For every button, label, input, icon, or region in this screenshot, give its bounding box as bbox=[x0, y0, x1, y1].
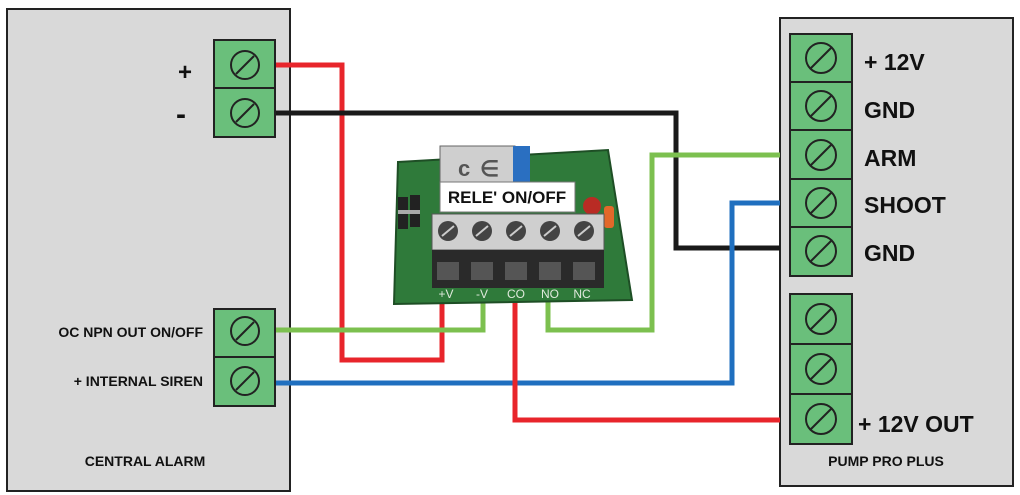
relay-pin-minus-v: -V bbox=[476, 287, 488, 301]
label-arm: ARM bbox=[864, 145, 916, 171]
central-alarm-terminal-block-bottom bbox=[213, 308, 276, 407]
screw-icon bbox=[438, 221, 458, 241]
screw-icon bbox=[805, 139, 837, 171]
screw-icon bbox=[472, 221, 492, 241]
red-wire-plus bbox=[276, 62, 445, 363]
wires bbox=[276, 62, 780, 423]
label-oc-npn-out: OC NPN OUT ON/OFF bbox=[58, 324, 203, 340]
screw-icon bbox=[230, 366, 260, 396]
screw-icon bbox=[805, 235, 837, 267]
pump-terminal-block-lower bbox=[789, 293, 853, 445]
screw-icon bbox=[805, 353, 837, 385]
screw-icon bbox=[805, 42, 837, 74]
pump-title: PUMP PRO PLUS bbox=[828, 453, 944, 469]
screw-icon bbox=[805, 403, 837, 435]
pump-terminal-block-upper bbox=[789, 33, 853, 277]
screw-icon bbox=[805, 187, 837, 219]
black-wire-minus bbox=[276, 110, 780, 251]
relay-label: RELE' ON/OFF bbox=[448, 188, 566, 207]
label-minus: - bbox=[176, 98, 186, 131]
label-12v: + 12V bbox=[864, 49, 925, 75]
screw-icon bbox=[506, 221, 526, 241]
green-wire-oc bbox=[276, 300, 486, 333]
label-shoot: SHOOT bbox=[864, 192, 946, 218]
screw-icon bbox=[230, 316, 260, 346]
label-gnd-1: GND bbox=[864, 97, 915, 123]
relay-pin-no: NO bbox=[541, 287, 559, 301]
relay-screws bbox=[438, 221, 594, 241]
label-12v-out: + 12V OUT bbox=[858, 411, 974, 437]
label-plus: + bbox=[178, 59, 192, 86]
green-wire-arm bbox=[545, 152, 780, 333]
svg-text:∈: ∈ bbox=[480, 156, 499, 181]
relay-pin-plus-v: +V bbox=[438, 287, 453, 301]
label-gnd-2: GND bbox=[864, 240, 915, 266]
relay-board: c ∈ RELE' ON/OFF +V -V CO NO NC bbox=[392, 145, 634, 306]
screw-icon bbox=[230, 98, 260, 128]
screw-icon bbox=[805, 303, 837, 335]
screw-icon bbox=[574, 221, 594, 241]
screw-icon bbox=[230, 50, 260, 80]
red-wire-out bbox=[512, 300, 780, 423]
screw-icon bbox=[540, 221, 560, 241]
label-internal-siren: + INTERNAL SIREN bbox=[74, 373, 203, 389]
svg-text:c: c bbox=[458, 156, 470, 181]
relay-pin-co: CO bbox=[507, 287, 525, 301]
central-alarm-terminal-block-top bbox=[213, 39, 276, 138]
blue-wire-siren bbox=[276, 200, 780, 386]
central-alarm-title: CENTRAL ALARM bbox=[85, 453, 206, 469]
screw-icon bbox=[805, 90, 837, 122]
relay-pin-nc: NC bbox=[573, 287, 591, 301]
